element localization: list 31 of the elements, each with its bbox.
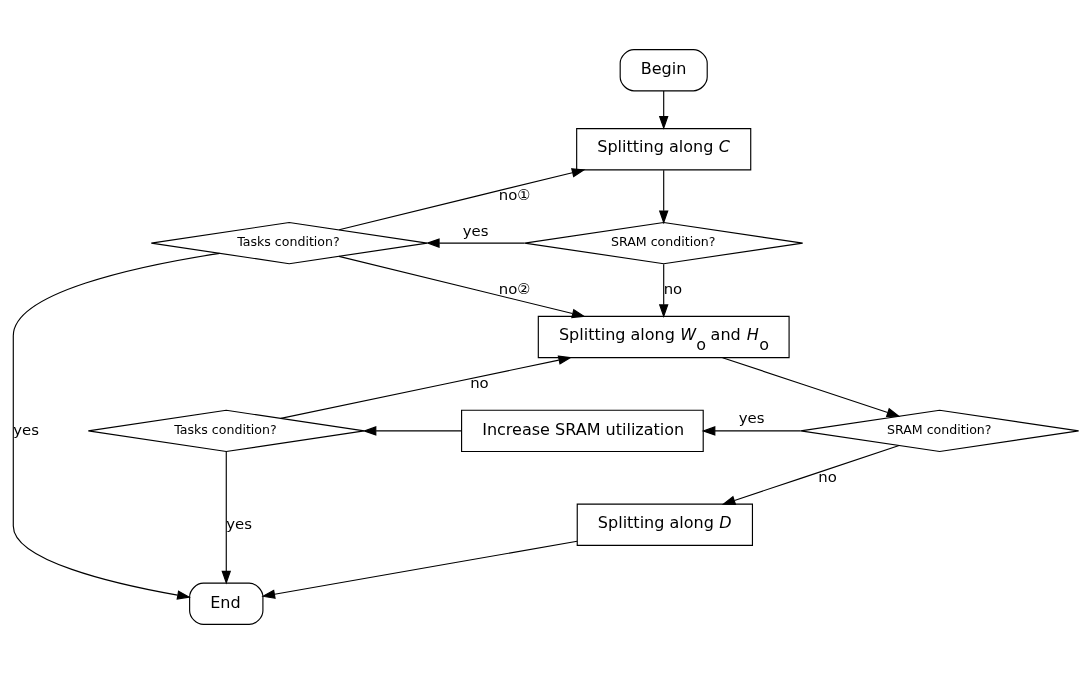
arrow <box>280 354 573 419</box>
node-box: Increase SRAM utilization <box>461 409 704 452</box>
edge-label: yes <box>738 408 765 427</box>
edge-label: yes <box>226 514 252 533</box>
node-box: End <box>189 582 264 625</box>
edge-label: no <box>470 373 489 392</box>
node-box: Begin <box>619 48 708 91</box>
node-diamond: Tasks condition? <box>87 409 365 452</box>
arrow <box>658 90 669 130</box>
edge-label: yes <box>13 420 39 439</box>
arrow <box>12 252 221 600</box>
node-diamond: SRAM condition? <box>524 221 804 264</box>
edge-label: no① <box>498 185 531 204</box>
edge-label: no <box>818 467 837 486</box>
edge-label: no② <box>498 279 531 298</box>
arrow <box>721 444 900 505</box>
edge-label: yes <box>462 221 489 240</box>
arrow <box>362 425 462 436</box>
edge-label: no <box>663 279 683 298</box>
arrow <box>658 263 669 318</box>
arrow <box>722 356 901 417</box>
node-box: Splitting along D <box>576 503 753 546</box>
arrow <box>221 450 232 585</box>
node-box: Splitting along C <box>576 127 752 170</box>
arrow <box>425 237 526 248</box>
arrow <box>338 167 586 230</box>
arrow <box>658 169 669 224</box>
arrow <box>338 255 586 318</box>
arrow <box>701 425 802 436</box>
node-diamond: Tasks condition? <box>150 221 428 264</box>
arrow <box>261 540 578 599</box>
